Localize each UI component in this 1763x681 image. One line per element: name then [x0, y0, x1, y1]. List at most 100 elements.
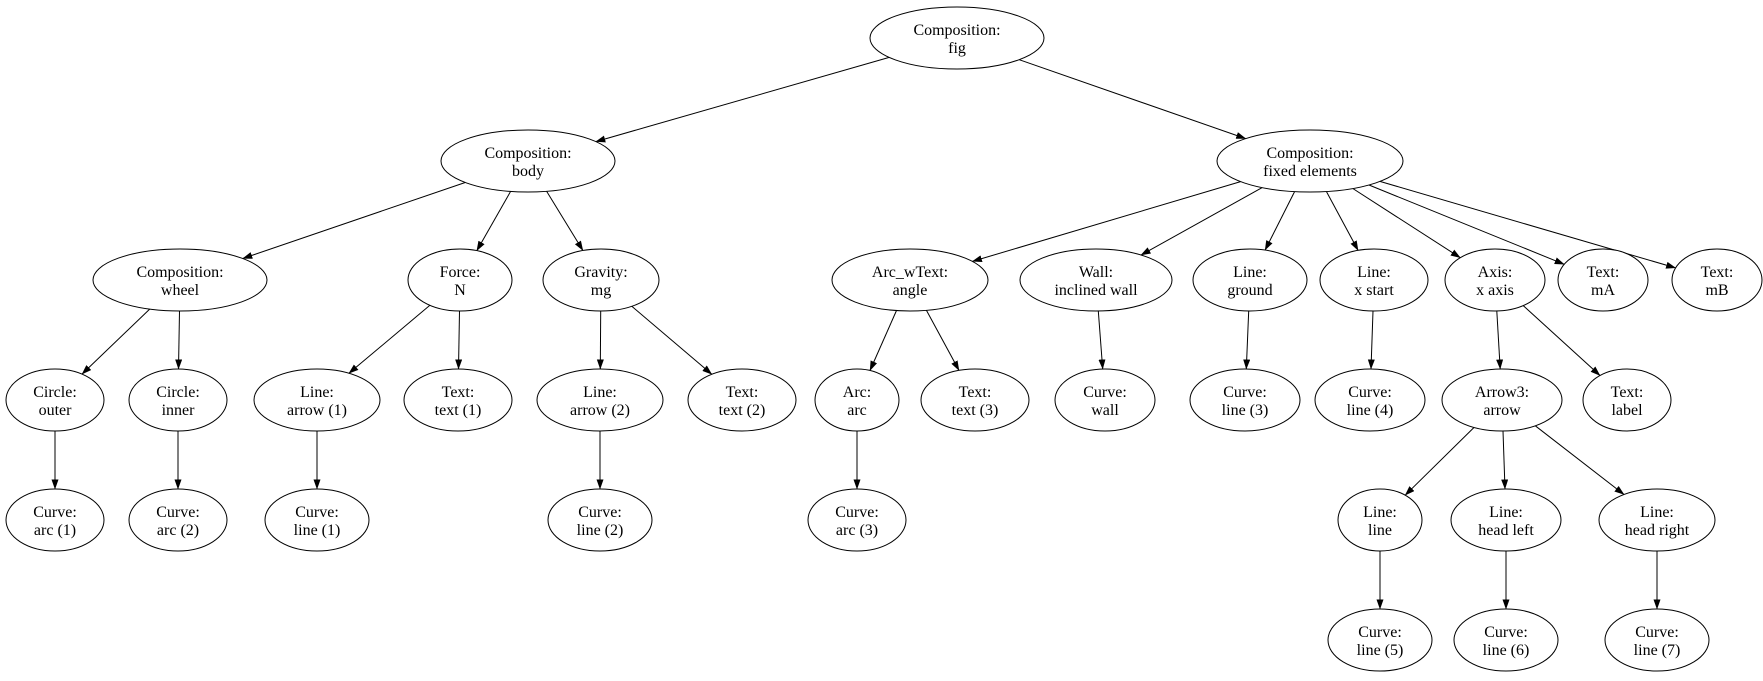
node-label-curvewall: Curve:wall: [1083, 384, 1127, 419]
node-ellipse-labelnode: [1582, 368, 1672, 432]
tree-node-arrow3node: Arrow3:arrow: [1441, 368, 1563, 432]
edge-axis-arrow3node: [1496, 310, 1504, 370]
edge-arrow3node-headright: [1534, 425, 1625, 495]
node-ellipse-text3: [920, 368, 1030, 432]
node-ellipse-wall: [1019, 248, 1173, 312]
edge-wheel-outer: [81, 308, 151, 375]
tree-node-arrow2: Line:arrow (2): [536, 368, 664, 432]
node-ellipse-body: [440, 129, 616, 193]
node-label-cline6: Curve:line (6): [1483, 624, 1530, 659]
tree-node-carc2: Curve:arc (2): [128, 488, 228, 552]
tree-node-wall: Wall:inclined wall: [1019, 248, 1173, 312]
edge-arrow3node-headleft: [1501, 430, 1509, 490]
node-label-outer: Circle:outer: [33, 384, 77, 419]
tree-node-body: Composition:body: [440, 129, 616, 193]
node-label-arcarc: Arc:arc: [843, 384, 871, 419]
node-label-cline2: Curve:line (2): [577, 504, 624, 539]
node-ellipse-headright: [1598, 488, 1716, 552]
edge-gravity-text2: [631, 305, 713, 375]
node-label-headright: Line:head right: [1625, 504, 1690, 539]
node-ellipse-carc1: [5, 488, 105, 552]
tree-node-lline: Line:line: [1337, 488, 1423, 552]
node-ellipse-arrow2: [536, 368, 664, 432]
node-ellipse-headleft: [1450, 488, 1562, 552]
node-ellipse-arcarc: [814, 368, 900, 432]
tree-node-mA: Text:mA: [1557, 248, 1649, 312]
node-ellipse-inner: [128, 368, 228, 432]
tree-node-labelnode: Text:label: [1582, 368, 1672, 432]
edge-xstart-cline4: [1367, 310, 1375, 370]
tree-node-text1: Text:text (1): [403, 368, 513, 432]
node-ellipse-lline: [1337, 488, 1423, 552]
edge-fixed-angle: [971, 181, 1241, 263]
node-label-arrow2: Line:arrow (2): [570, 384, 630, 419]
edge-force-text1: [455, 310, 463, 370]
edge-body-wheel: [242, 182, 466, 259]
node-label-xstart: Line:x start: [1354, 264, 1394, 299]
tree-node-cline1: Curve:line (1): [264, 488, 370, 552]
node-ellipse-force: [407, 248, 513, 312]
node-label-lline: Line:line: [1363, 504, 1397, 539]
node-label-gravity: Gravity:mg: [574, 264, 627, 299]
tree-node-text2: Text:text (2): [687, 368, 797, 432]
node-ellipse-xstart: [1319, 248, 1429, 312]
node-label-text1: Text:text (1): [435, 384, 482, 419]
edge-wheel-inner: [175, 310, 183, 370]
node-label-mB: Text:mB: [1701, 264, 1734, 299]
edge-fixed-xstart: [1325, 191, 1359, 251]
edge-fig-body: [595, 56, 890, 143]
node-label-carc3: Curve:arc (3): [835, 504, 879, 539]
edge-body-force: [476, 191, 512, 252]
tree-node-cline6: Curve:line (6): [1453, 608, 1559, 672]
node-ellipse-wheel: [92, 248, 268, 312]
tree-node-inner: Circle:inner: [128, 368, 228, 432]
node-ellipse-cline5: [1327, 608, 1433, 672]
node-ellipse-cline2: [547, 488, 653, 552]
tree-node-headleft: Line:head left: [1450, 488, 1562, 552]
tree-node-axis: Axis:x axis: [1444, 248, 1546, 312]
node-ellipse-curvewall: [1054, 368, 1156, 432]
edge-angle-arcarc: [869, 310, 897, 371]
edge-fig-fixed: [1019, 59, 1247, 140]
tree-node-mB: Text:mB: [1671, 248, 1763, 312]
tree-node-angle: Arc_wText:angle: [831, 248, 989, 312]
edge-axis-labelnode: [1522, 305, 1601, 376]
tree-node-arcarc: Arc:arc: [814, 368, 900, 432]
node-ellipse-text1: [403, 368, 513, 432]
node-label-arrow3node: Arrow3:arrow: [1475, 384, 1529, 419]
node-label-axis: Axis:x axis: [1476, 264, 1514, 299]
edge-wall-curvewall: [1097, 310, 1106, 370]
tree-node-wheel: Composition:wheel: [92, 248, 268, 312]
node-label-fixed: Composition:fixed elements: [1263, 145, 1357, 180]
tree-node-gravity: Gravity:mg: [542, 248, 660, 312]
node-ellipse-cline6: [1453, 608, 1559, 672]
edges-layer: [51, 56, 1677, 610]
node-label-text3: Text:text (3): [952, 384, 999, 419]
node-label-inner: Circle:inner: [156, 384, 200, 419]
tree-node-cline4: Curve:line (4): [1314, 368, 1426, 432]
node-ellipse-mB: [1671, 248, 1763, 312]
node-ellipse-cline4: [1314, 368, 1426, 432]
node-label-carc2: Curve:arc (2): [156, 504, 200, 539]
edge-arrow3node-lline: [1404, 427, 1475, 496]
tree-node-arrow1: Line:arrow (1): [253, 368, 381, 432]
node-label-cline1: Curve:line (1): [294, 504, 341, 539]
node-label-cline3: Curve:line (3): [1222, 384, 1269, 419]
tree-node-fixed: Composition:fixed elements: [1216, 129, 1404, 193]
tree-node-cline2: Curve:line (2): [547, 488, 653, 552]
node-ellipse-ground: [1192, 248, 1308, 312]
edge-fixed-axis: [1352, 188, 1461, 259]
edge-fixed-mB: [1379, 180, 1677, 269]
node-ellipse-arrow3node: [1441, 368, 1563, 432]
edge-fixed-ground: [1264, 191, 1296, 251]
tree-node-headright: Line:head right: [1598, 488, 1716, 552]
node-ellipse-fixed: [1216, 129, 1404, 193]
node-ellipse-outer: [5, 368, 105, 432]
node-label-headleft: Line:head left: [1478, 504, 1534, 539]
node-ellipse-angle: [831, 248, 989, 312]
node-label-cline5: Curve:line (5): [1357, 624, 1404, 659]
edge-force-arrow1: [348, 304, 431, 374]
node-label-wall: Wall:inclined wall: [1054, 264, 1138, 299]
tree-node-fig: Composition:fig: [869, 6, 1045, 70]
